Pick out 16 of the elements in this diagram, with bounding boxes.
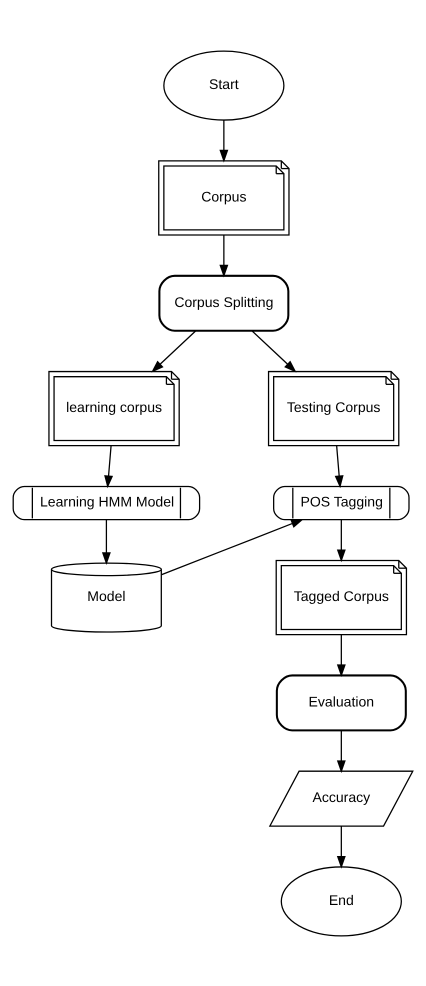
arrow bbox=[336, 519, 346, 562]
arrow bbox=[219, 120, 228, 162]
arrow bbox=[336, 826, 346, 868]
arrow bbox=[252, 330, 297, 372]
arrow bbox=[219, 234, 228, 278]
arrow bbox=[161, 518, 304, 575]
arrow bbox=[102, 519, 111, 564]
node-ellipse: End bbox=[280, 866, 402, 936]
arrow bbox=[336, 730, 346, 773]
arrow bbox=[336, 634, 346, 677]
arrow bbox=[104, 445, 114, 488]
node-box: Evaluation bbox=[276, 674, 407, 731]
node-ellipse: Start bbox=[163, 50, 284, 120]
arrow bbox=[334, 445, 344, 488]
arrow bbox=[151, 330, 196, 372]
node-box: Corpus Splitting bbox=[158, 274, 290, 332]
